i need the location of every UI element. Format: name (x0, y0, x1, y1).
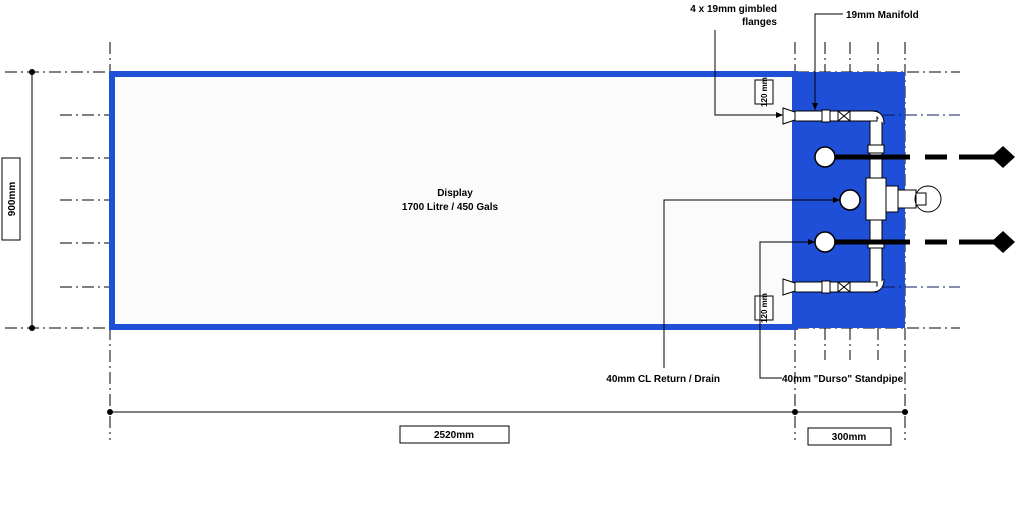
callout-lines (663, 13, 843, 379)
display-title: Display (437, 188, 473, 199)
height-label: 900mm (7, 182, 18, 217)
clearance-bottom-label: 120 mm (760, 293, 769, 323)
flanges-label-line2: flanges (742, 17, 777, 28)
clearance-top-label: 120 mm (760, 77, 769, 107)
return-inlet (839, 189, 861, 211)
drain-upper (814, 146, 1015, 168)
clearance-top-box: 120 mm (754, 77, 774, 107)
height-dimension: 900mm (1, 69, 35, 331)
flanges-label-line1: 4 x 19mm gimbled (690, 4, 777, 15)
length-dimension: 2520mm 300mm (107, 409, 908, 446)
durso-label: 40mm "Durso" Standpipe (782, 374, 904, 385)
clearance-bottom-box: 120 mm (754, 293, 774, 323)
sump-width-label: 300mm (832, 432, 867, 443)
length-label: 2520mm (434, 430, 474, 441)
return-drain-label: 40mm CL Return / Drain (606, 374, 720, 385)
drain-lower (814, 231, 1015, 253)
manifold-label: 19mm Manifold (846, 10, 919, 21)
display-volume: 1700 Litre / 450 Gals (402, 202, 499, 213)
manifold-plumbing (782, 107, 942, 296)
